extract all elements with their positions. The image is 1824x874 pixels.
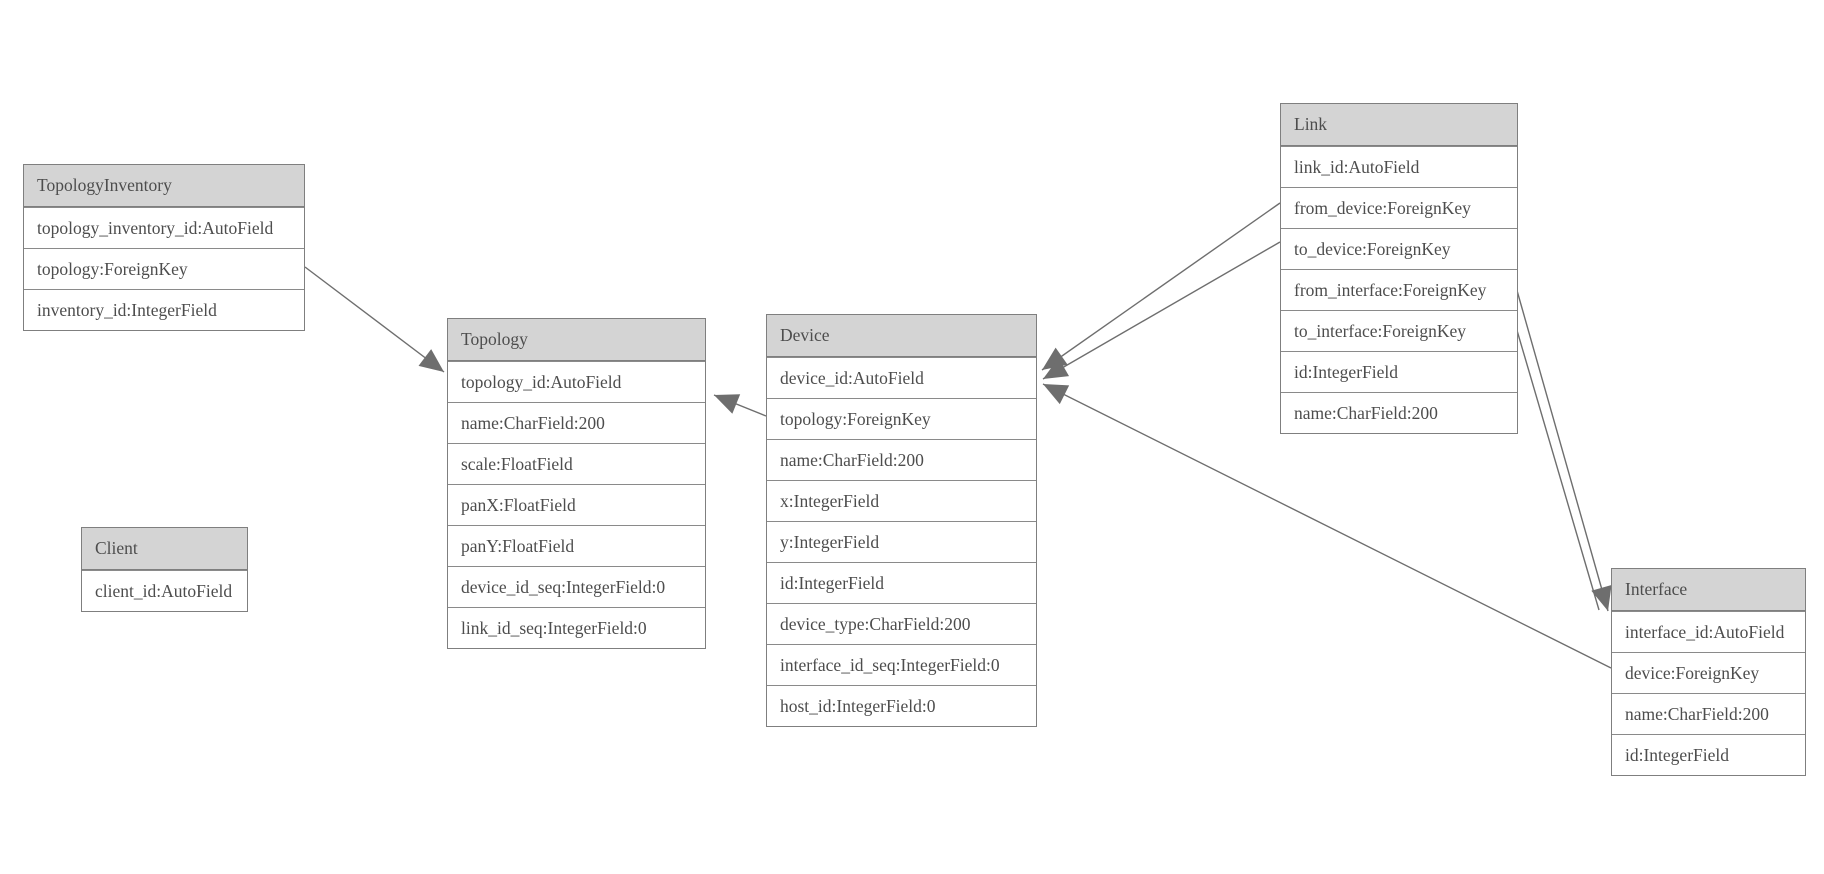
entity-topology-inventory[interactable]: TopologyInventory topology_inventory_id:… <box>23 164 305 331</box>
field-row: host_id:IntegerField:0 <box>767 685 1036 726</box>
entity-link[interactable]: Link link_id:AutoField from_device:Forei… <box>1280 103 1518 434</box>
entity-device-title: Device <box>767 315 1036 357</box>
field-row: id:IntegerField <box>1281 351 1517 392</box>
field-row: inventory_id:IntegerField <box>24 289 304 330</box>
entity-interface-title: Interface <box>1612 569 1805 611</box>
field-row: topology_inventory_id:AutoField <box>24 207 304 248</box>
field-row: id:IntegerField <box>1612 734 1805 775</box>
field-row: panY:FloatField <box>448 525 705 566</box>
field-row: interface_id_seq:IntegerField:0 <box>767 644 1036 685</box>
rel-interface-device <box>1042 383 1612 669</box>
rel-topologyinventory-topology <box>304 266 445 373</box>
field-row: device_type:CharField:200 <box>767 603 1036 644</box>
field-row: client_id:AutoField <box>82 570 247 611</box>
field-row: from_device:ForeignKey <box>1281 187 1517 228</box>
field-row: topology_id:AutoField <box>448 361 705 402</box>
field-row: name:CharField:200 <box>767 439 1036 480</box>
field-row: device:ForeignKey <box>1612 652 1805 693</box>
field-row: name:CharField:200 <box>1612 693 1805 734</box>
field-row: y:IntegerField <box>767 521 1036 562</box>
field-row: panX:FloatField <box>448 484 705 525</box>
rel-link-to-device <box>1042 241 1281 380</box>
field-row: link_id:AutoField <box>1281 146 1517 187</box>
field-row: id:IntegerField <box>767 562 1036 603</box>
entity-link-title: Link <box>1281 104 1517 146</box>
field-row: device_id_seq:IntegerField:0 <box>448 566 705 607</box>
field-row: to_interface:ForeignKey <box>1281 310 1517 351</box>
field-row: topology:ForeignKey <box>767 398 1036 439</box>
field-row: name:CharField:200 <box>1281 392 1517 433</box>
field-row: to_device:ForeignKey <box>1281 228 1517 269</box>
entity-client-title: Client <box>82 528 247 570</box>
entity-topology-inventory-title: TopologyInventory <box>24 165 304 207</box>
entity-topology-title: Topology <box>448 319 705 361</box>
field-row: link_id_seq:IntegerField:0 <box>448 607 705 648</box>
field-row: from_interface:ForeignKey <box>1281 269 1517 310</box>
rel-link-from-interface <box>1515 286 1612 612</box>
field-row: scale:FloatField <box>448 443 705 484</box>
rel-device-topology <box>713 394 767 417</box>
field-row: device_id:AutoField <box>767 357 1036 398</box>
field-row: interface_id:AutoField <box>1612 611 1805 652</box>
entity-topology[interactable]: Topology topology_id:AutoField name:Char… <box>447 318 706 649</box>
rel-link-to-interface <box>1515 326 1600 611</box>
entity-client[interactable]: Client client_id:AutoField <box>81 527 248 612</box>
field-row: name:CharField:200 <box>448 402 705 443</box>
entity-device[interactable]: Device device_id:AutoField topology:Fore… <box>766 314 1037 727</box>
entity-interface[interactable]: Interface interface_id:AutoField device:… <box>1611 568 1806 776</box>
rel-link-from-device <box>1041 202 1281 371</box>
field-row: topology:ForeignKey <box>24 248 304 289</box>
field-row: x:IntegerField <box>767 480 1036 521</box>
